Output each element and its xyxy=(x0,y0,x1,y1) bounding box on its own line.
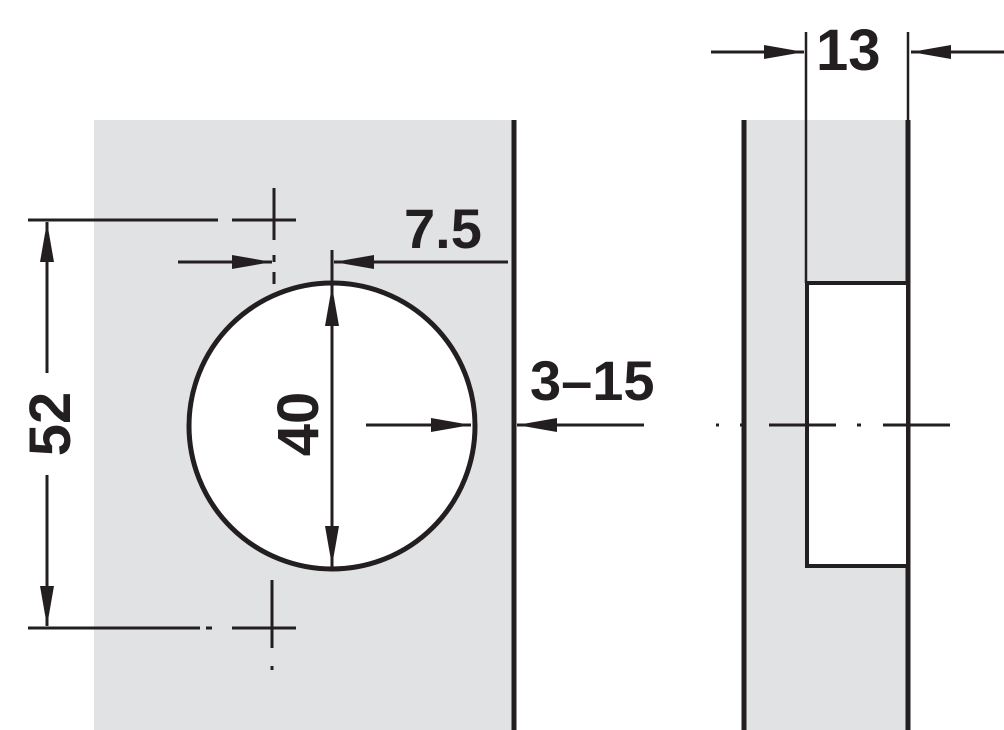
dimension-label-40: 40 xyxy=(266,392,331,457)
bottom-screw-hole-centre-mark xyxy=(28,580,296,670)
front-view: 52 40 7.5 3–15 xyxy=(18,120,655,730)
top-screw-hole-centre-mark xyxy=(28,188,296,284)
dimension-label-7-5: 7.5 xyxy=(404,197,482,260)
dimension-label-3-15: 3–15 xyxy=(530,349,655,412)
dimension-label-52: 52 xyxy=(18,392,83,457)
side-view: 13 xyxy=(711,18,1004,730)
dimension-label-13: 13 xyxy=(816,18,881,83)
